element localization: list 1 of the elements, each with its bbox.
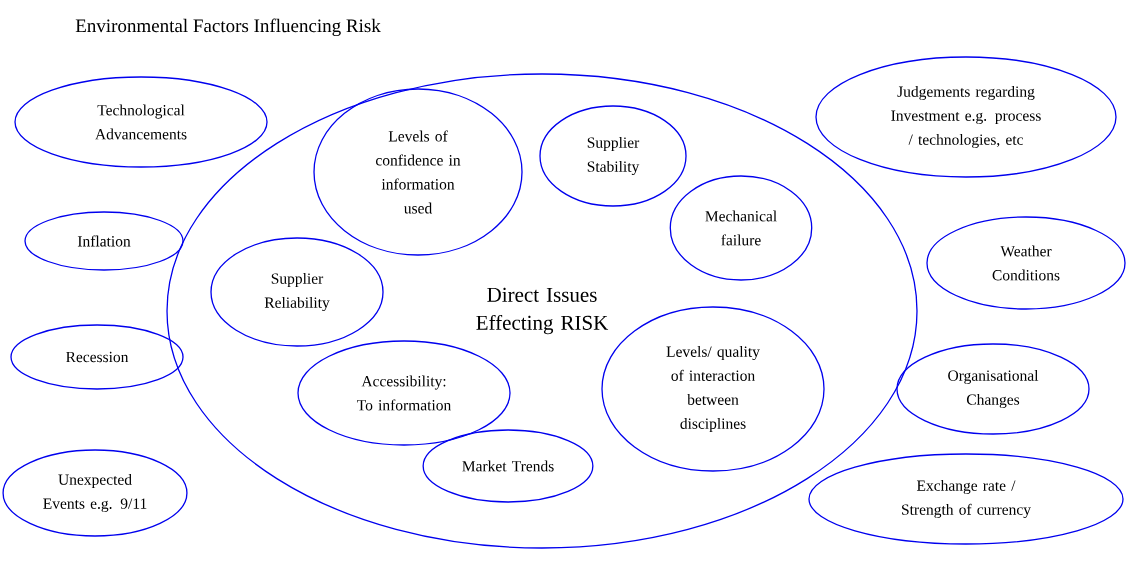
title: Environmental Factors Influencing Risk xyxy=(75,18,381,37)
